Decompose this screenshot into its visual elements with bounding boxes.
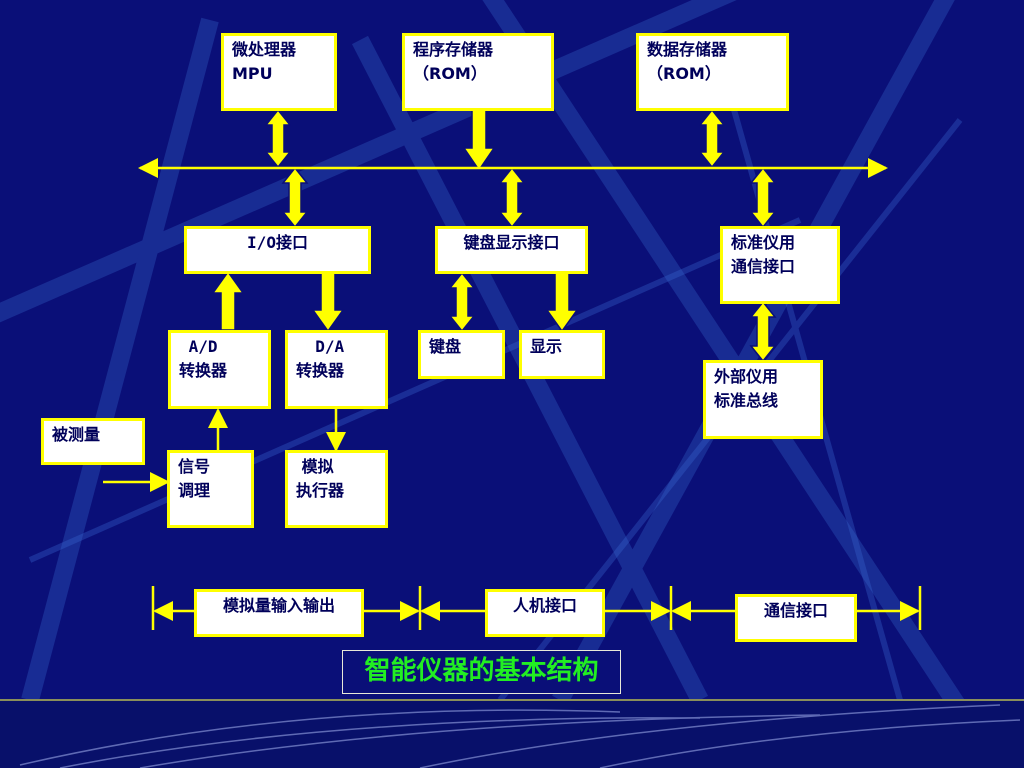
section-comm-label: 通信接口 — [735, 594, 857, 642]
section-hmi-label: 人机接口 — [485, 589, 605, 637]
analog-actuator-block: 模拟 执行器 — [285, 450, 388, 528]
std-comm-interface-block: 标准仪用 通信接口 — [720, 226, 840, 304]
section-analog-io-label: 模拟量输入输出 — [194, 589, 364, 637]
display-block: 显示 — [519, 330, 605, 379]
signal-conditioning-block: 信号 调理 — [167, 450, 254, 528]
diagram-caption: 智能仪器的基本结构 — [342, 650, 621, 694]
program-memory-block: 程序存储器 （ROM） — [402, 33, 554, 111]
keyboard-block: 键盘 — [418, 330, 505, 379]
measured-quantity-block: 被测量 — [41, 418, 145, 465]
da-converter-block: D/A 转换器 — [285, 330, 388, 409]
keyboard-display-interface-block: 键盘显示接口 — [435, 226, 588, 274]
data-memory-block: 数据存储器 （ROM） — [636, 33, 789, 111]
io-interface-block: I/O接口 — [184, 226, 371, 274]
ad-converter-block: A/D 转换器 — [168, 330, 271, 409]
mpu-block: 微处理器 MPU — [221, 33, 337, 111]
external-bus-block: 外部仪用 标准总线 — [703, 360, 823, 439]
